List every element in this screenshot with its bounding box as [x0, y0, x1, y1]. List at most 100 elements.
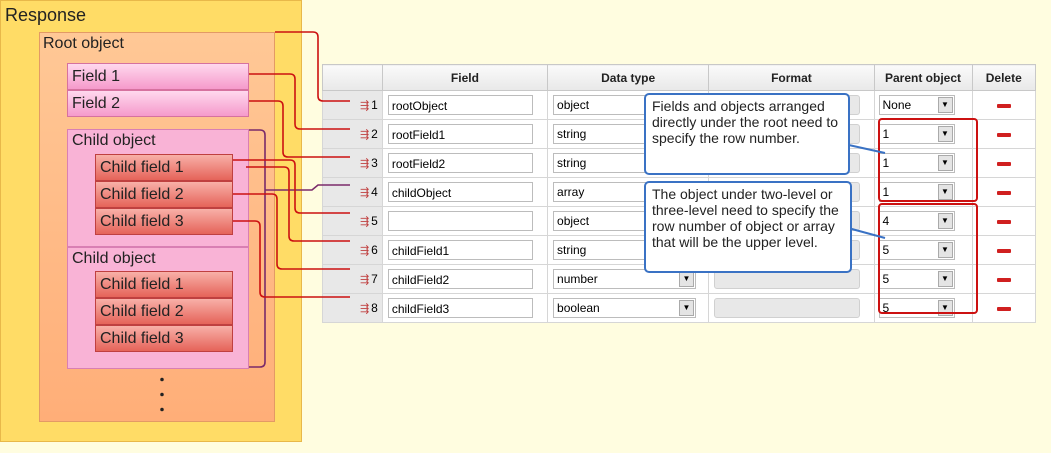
parent-object-value: None — [882, 98, 912, 112]
header-format: Format — [708, 64, 875, 91]
header-data-type: Data type — [547, 64, 710, 91]
wire-root — [275, 31, 350, 102]
child-object-label-2: Child object — [72, 250, 156, 267]
parent-object-value: 5 — [882, 243, 890, 257]
data-type-select[interactable]: boolean ▼ — [553, 298, 697, 318]
row-number[interactable]: ⇶8 — [322, 293, 383, 323]
parent-object-select[interactable]: 1▼ — [878, 124, 955, 144]
drag-handle-icon[interactable]: ⇶ — [359, 187, 370, 199]
row-number[interactable]: ⇶1 — [322, 90, 383, 120]
ellipsis-dot: ・ — [155, 402, 169, 418]
ellipsis-dot: ・ — [155, 372, 169, 388]
chevron-down-icon: ▼ — [937, 242, 953, 258]
wire-child-field1b — [246, 166, 350, 242]
drag-handle-icon[interactable]: ⇶ — [359, 158, 370, 170]
row-number-text: 4 — [371, 185, 378, 199]
field-input[interactable]: rootObject — [387, 95, 533, 115]
chevron-down-icon: ▼ — [937, 271, 953, 287]
wire-field2 — [249, 100, 350, 158]
drag-handle-icon[interactable]: ⇶ — [359, 129, 370, 141]
header-field: Field — [381, 64, 549, 91]
parent-object-select[interactable]: None ▼ — [878, 95, 955, 115]
field-input[interactable]: childField1 — [387, 240, 533, 260]
parent-object-value: 1 — [882, 127, 890, 141]
child-object-label-1: Child object — [72, 132, 156, 149]
data-type-value: boolean — [557, 301, 600, 315]
chevron-down-icon: ▼ — [937, 97, 953, 113]
field-1: Field 1 — [67, 63, 249, 90]
wire-child-field3 — [233, 220, 350, 298]
child-field-1b: Child field 1 — [95, 271, 233, 298]
delete-icon[interactable] — [996, 103, 1011, 108]
parent-object-select[interactable]: 5▼ — [878, 269, 955, 289]
parent-object-value: 1 — [882, 156, 890, 170]
drag-handle-icon[interactable]: ⇶ — [359, 100, 370, 112]
delete-icon[interactable] — [996, 219, 1011, 224]
parent-object-value: 5 — [882, 301, 890, 315]
parent-object-value: 5 — [882, 272, 890, 286]
row-number-text: 2 — [371, 127, 378, 141]
chevron-down-icon: ▼ — [937, 213, 953, 229]
row-number-text: 1 — [371, 98, 378, 112]
row-number-text: 5 — [371, 214, 378, 228]
row-number-text: 6 — [371, 243, 378, 257]
chevron-down-icon: ▼ — [937, 155, 953, 171]
chevron-down-icon: ▼ — [937, 126, 953, 142]
field-2: Field 2 — [67, 90, 249, 117]
table-row: ⇶7 childField2 number▼ 5▼ — [322, 264, 1037, 294]
row-number-text: 8 — [371, 301, 378, 315]
chevron-down-icon: ▼ — [679, 300, 695, 316]
row-number[interactable]: ⇶5 — [322, 206, 383, 236]
row-number[interactable]: ⇶7 — [322, 264, 383, 294]
wire-child-field2 — [233, 193, 350, 270]
header-delete: Delete — [971, 64, 1037, 91]
drag-handle-icon[interactable]: ⇶ — [359, 303, 370, 315]
delete-icon[interactable] — [996, 248, 1011, 253]
field-input[interactable]: rootField1 — [387, 124, 533, 144]
ellipsis-dot: ・ — [155, 387, 169, 403]
child-field-2b: Child field 2 — [95, 298, 233, 325]
row-number[interactable]: ⇶4 — [322, 177, 383, 207]
parent-highlight-root — [878, 118, 978, 202]
field-input[interactable]: childField3 — [387, 298, 533, 318]
delete-icon[interactable] — [996, 161, 1011, 166]
field-input[interactable]: childField2 — [387, 269, 533, 289]
parent-highlight-nested — [878, 203, 978, 314]
delete-icon[interactable] — [996, 306, 1011, 311]
data-type-select[interactable]: number▼ — [553, 269, 697, 289]
wire-child-object — [249, 129, 266, 368]
child-field-1: Child field 1 — [95, 154, 233, 181]
callout-nested-note: The object under two-level or three-leve… — [644, 181, 852, 273]
drag-handle-icon[interactable]: ⇶ — [359, 274, 370, 286]
field-input[interactable]: rootField2 — [387, 153, 533, 173]
row-number-text: 7 — [371, 272, 378, 286]
data-type-value: object — [557, 214, 590, 228]
data-type-value: number — [557, 272, 598, 286]
chevron-down-icon: ▼ — [937, 184, 953, 200]
data-type-value: string — [557, 156, 587, 170]
response-label: Response — [5, 5, 87, 25]
drag-handle-icon[interactable]: ⇶ — [359, 245, 370, 257]
row-number[interactable]: ⇶2 — [322, 119, 383, 149]
row-number-text: 3 — [371, 156, 378, 170]
child-field-3: Child field 3 — [95, 208, 233, 235]
parent-object-select[interactable]: 1▼ — [878, 182, 955, 202]
field-input[interactable] — [387, 211, 533, 231]
callout-root-note: Fields and objects arranged directly und… — [644, 93, 850, 175]
drag-handle-icon[interactable]: ⇶ — [359, 216, 370, 228]
wire-child-field1 — [233, 159, 350, 214]
format-input — [714, 298, 861, 318]
delete-icon[interactable] — [996, 190, 1011, 195]
table-row: ⇶8 childField3 boolean ▼ 5 ▼ — [322, 293, 1037, 323]
child-field-3b: Child field 3 — [95, 325, 233, 352]
data-type-value: string — [557, 127, 587, 141]
delete-icon[interactable] — [996, 277, 1011, 282]
field-input[interactable]: childObject — [387, 182, 533, 202]
data-type-value: object — [557, 98, 590, 112]
wire-field1 — [249, 73, 350, 130]
child-field-2: Child field 2 — [95, 181, 233, 208]
delete-icon[interactable] — [996, 132, 1011, 137]
root-object-label: Root object — [43, 35, 124, 52]
parent-object-value: 1 — [882, 185, 890, 199]
